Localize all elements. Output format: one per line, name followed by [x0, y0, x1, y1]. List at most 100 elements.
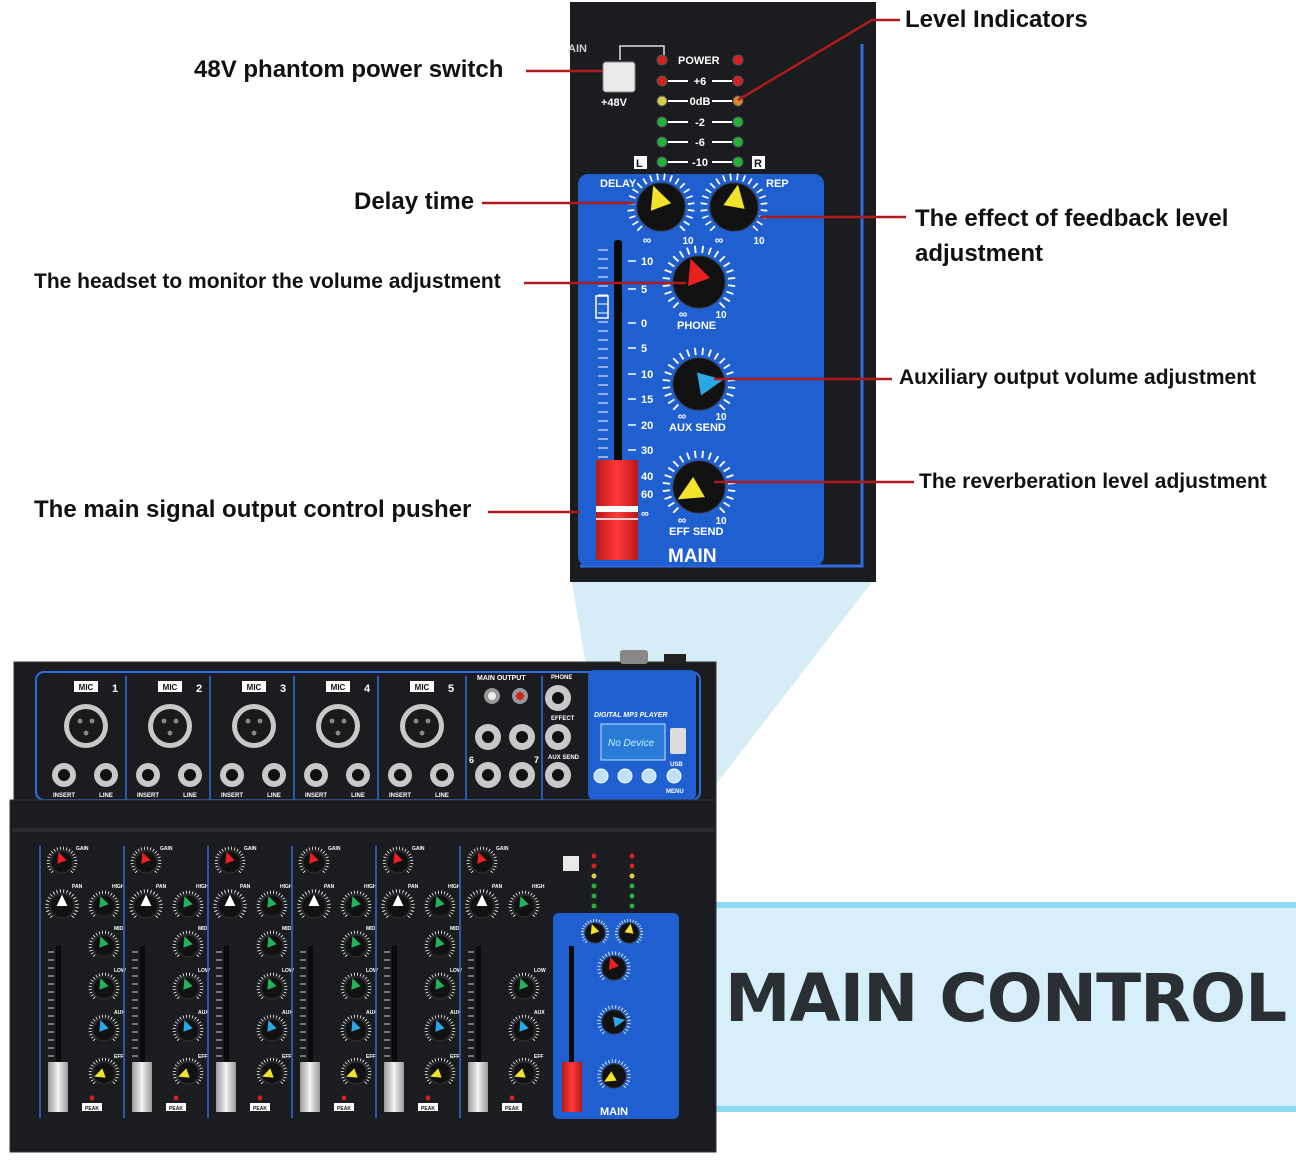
low-knob-4	[340, 972, 372, 1000]
peak-led-6	[509, 1095, 515, 1101]
gain-knob-4	[298, 846, 330, 874]
high-knob-2	[172, 890, 204, 918]
pan-knob-3	[213, 889, 247, 919]
callout-headset-volume: The headset to monitor the volume adjust…	[34, 270, 501, 293]
low-knob-2	[172, 972, 204, 1000]
callout-reverb-level: The reverberation level adjustment	[919, 470, 1267, 493]
low-label-3: LOW	[282, 968, 294, 974]
mp3-button-1	[617, 768, 633, 784]
eff-label-4: EFF	[366, 1054, 375, 1060]
zoom-right-label: R	[754, 158, 762, 170]
mic-label-4: MIC	[331, 683, 346, 692]
aux-knob-2	[172, 1014, 204, 1042]
mid-knob-5	[424, 930, 456, 958]
mp3-button-3	[666, 768, 682, 784]
output-jacks	[475, 685, 571, 788]
zoom-eff-send-knob-min: ∞	[678, 513, 687, 527]
zoom-led-right-1	[732, 75, 744, 87]
high-label-6: HIGH	[532, 884, 545, 890]
peak-label-2: PEAK	[169, 1106, 183, 1112]
mic-label-2: MIC	[163, 683, 178, 692]
high-label-5: HIGH	[448, 884, 461, 890]
mid-knob-4	[340, 930, 372, 958]
zoom-aux-send-label: AUX SEND	[669, 422, 726, 434]
aux-label-3: AUX	[282, 1010, 293, 1016]
mid-knob-1	[88, 930, 120, 958]
fader-track-2	[140, 946, 145, 1110]
gain-label-2: GAIN	[160, 846, 173, 852]
peak-label-1: PEAK	[85, 1106, 99, 1112]
mini-aux-knob	[597, 1005, 631, 1035]
mp3-button-0	[593, 768, 609, 784]
line-label-2: LINE	[183, 793, 197, 799]
zoom-left-label: L	[636, 158, 643, 170]
pan-knob-4	[297, 889, 331, 919]
channel-number-1: 1	[112, 683, 118, 695]
zoom-plus48-label: +48V	[601, 97, 628, 109]
insert-label-3: INSERT	[221, 793, 243, 799]
zoom-fader-scale-5: 15	[641, 394, 653, 406]
mid-label-4: MID	[366, 926, 376, 932]
mp3-usb-label: USB	[670, 762, 683, 768]
mp3-menu-label: MENU	[666, 789, 684, 795]
mid-label-3: MID	[282, 926, 292, 932]
eff-knob-5	[424, 1057, 456, 1085]
insert-label-4: INSERT	[305, 793, 327, 799]
callout-aux-output: Auxiliary output volume adjustment	[899, 366, 1257, 389]
zoom-led-left-4	[656, 136, 668, 148]
pan-knob-1	[45, 889, 79, 919]
fader-track-4	[308, 946, 313, 1110]
zoom-fader-scale-3: 5	[641, 343, 647, 355]
zoom-rep-label: REP	[766, 178, 789, 190]
fader-track-1	[56, 946, 61, 1110]
low-label-4: LOW	[366, 968, 378, 974]
mp3-lcd-text: No Device	[608, 738, 655, 749]
peak-label-3: PEAK	[253, 1106, 267, 1112]
peak-led-5	[425, 1095, 431, 1101]
eff-knob-3	[256, 1057, 288, 1085]
eff-label-5: EFF	[450, 1054, 459, 1060]
zoom-led-left-2	[656, 95, 668, 107]
high-label-2: HIGH	[196, 884, 209, 890]
pan-label-2: PAN	[156, 884, 167, 890]
zoom-main-label: MAIN	[668, 546, 717, 567]
gain-knob-1	[46, 846, 78, 874]
zoom-meter-label-3: -6	[695, 137, 705, 149]
aux-knob-3	[256, 1014, 288, 1042]
zoom-aux-send-knob-min: ∞	[678, 409, 687, 423]
zoom-delay-label: DELAY	[600, 178, 637, 190]
mp3-title: DIGITAL MP3 PLAYER	[594, 712, 668, 719]
fader-track-5	[392, 946, 397, 1110]
pan-knob-6	[465, 889, 499, 919]
zoom-led-right-5	[732, 156, 744, 168]
main-control-banner	[715, 902, 1296, 1112]
mini-eff-knob	[597, 1059, 631, 1089]
zoom-power-label: POWER	[678, 55, 720, 67]
zoom-delay-knob-max: 10	[682, 236, 694, 247]
gain-knob-3	[214, 846, 246, 874]
pan-label-5: PAN	[408, 884, 419, 890]
zoom-rep-knob-max: 10	[753, 236, 765, 247]
zoom-phantom-button	[602, 61, 636, 93]
zoom-phone-label: PHONE	[677, 320, 716, 332]
zoom-meter-label-2: -2	[695, 117, 705, 129]
zoom-eff-send-knob-max: 10	[715, 516, 727, 527]
peak-led-2	[173, 1095, 179, 1101]
fader-track-6	[476, 946, 481, 1110]
aux-knob-4	[340, 1014, 372, 1042]
